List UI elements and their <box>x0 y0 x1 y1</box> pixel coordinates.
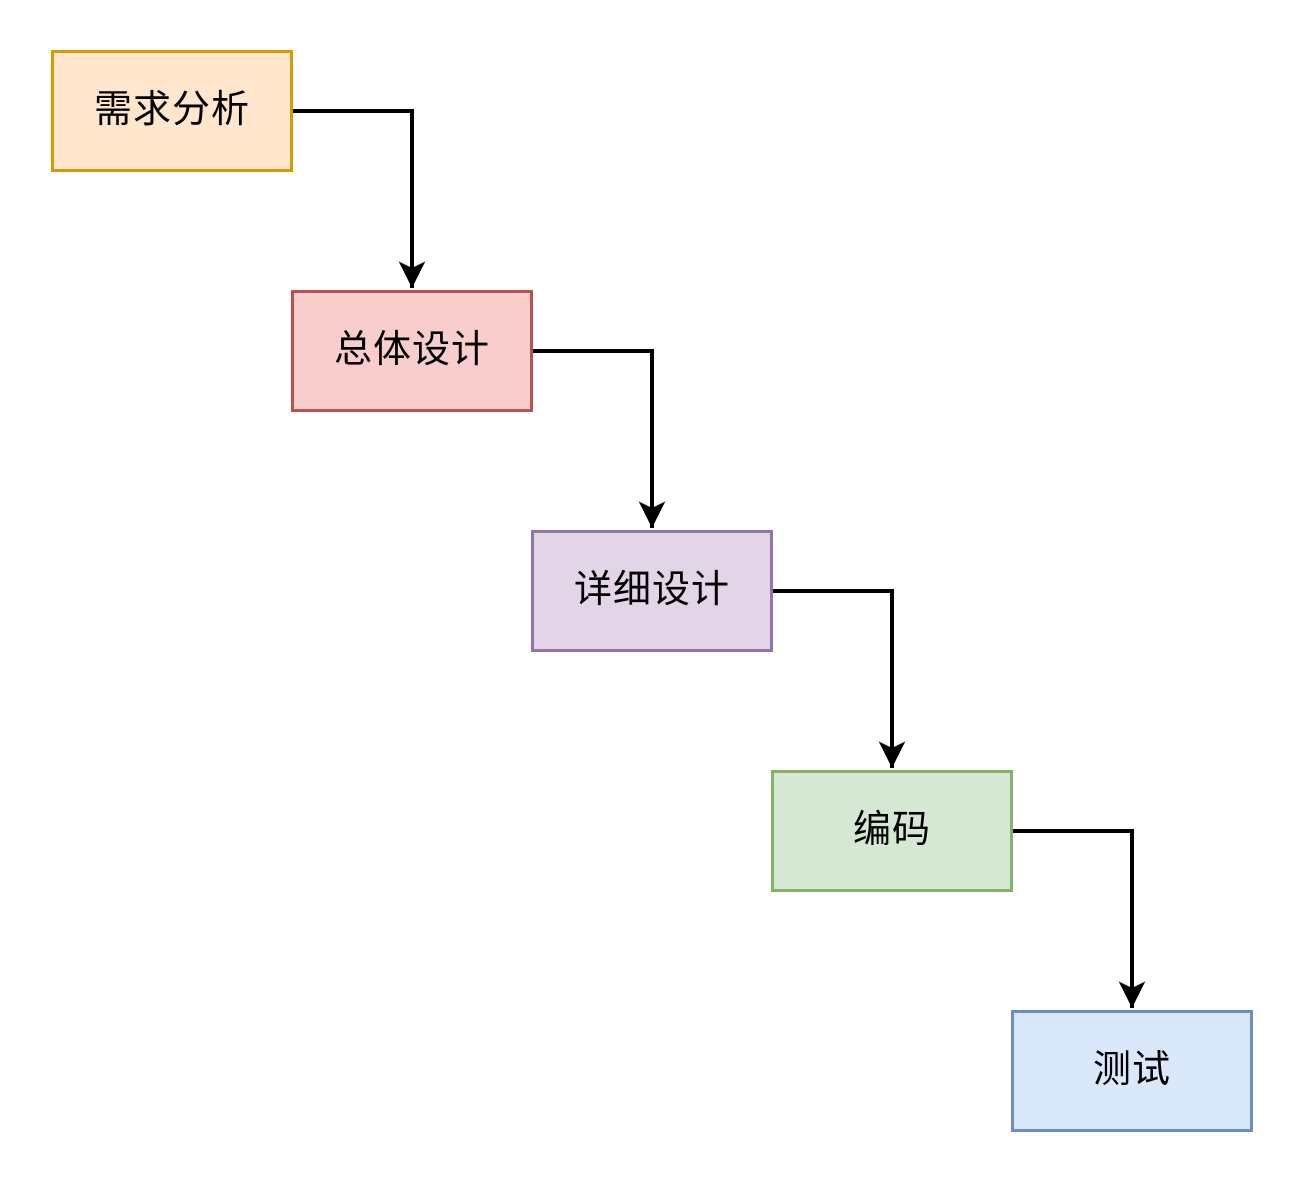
flowchart-node-requirements-analysis[interactable]: 需求分析 <box>51 50 293 172</box>
edge-detailed-design-to-coding[interactable] <box>773 589 906 768</box>
node-label: 详细设计 <box>573 569 730 612</box>
edge-coding-to-testing[interactable] <box>1013 829 1146 1008</box>
flowchart-node-coding[interactable]: 编码 <box>771 770 1013 892</box>
node-label: 测试 <box>1092 1049 1171 1092</box>
node-label: 编码 <box>852 809 931 852</box>
node-label: 总体设计 <box>333 329 490 372</box>
flowchart-node-testing[interactable]: 测试 <box>1011 1010 1253 1132</box>
flowchart-node-detailed-design[interactable]: 详细设计 <box>531 530 773 652</box>
flowchart-node-overall-design[interactable]: 总体设计 <box>291 290 533 412</box>
edge-overall-design-to-detailed-design[interactable] <box>533 349 666 528</box>
edge-requirements-analysis-to-overall-design[interactable] <box>293 109 426 288</box>
node-label: 需求分析 <box>93 89 250 132</box>
